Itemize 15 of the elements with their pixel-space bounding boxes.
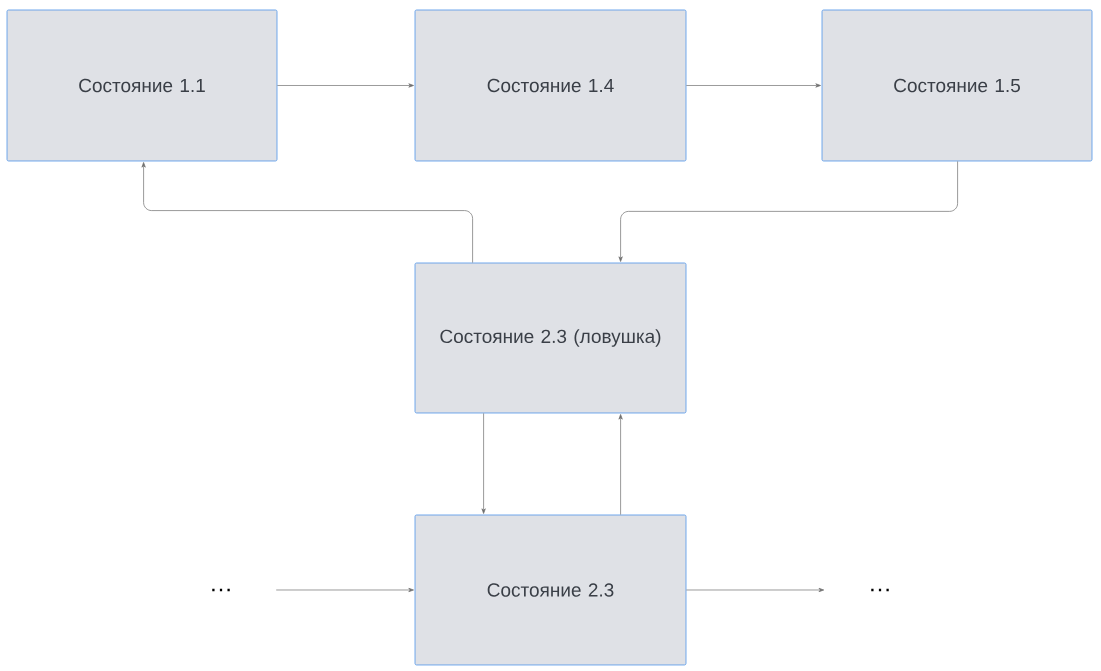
state-box: Состояние 1.1 xyxy=(6,9,278,162)
arrow xyxy=(618,414,623,515)
ellipsis-text: … xyxy=(871,588,889,592)
arrow xyxy=(686,587,825,593)
arrow xyxy=(481,413,486,514)
state-box: Состояние 1.4 xyxy=(414,9,687,162)
state-box: Состояние 2.3 (ловушка) xyxy=(414,262,687,414)
arrow xyxy=(275,587,414,593)
arrow xyxy=(141,162,473,263)
state-box: Состояние 2.3 xyxy=(414,514,687,666)
state-box: Состояние 1.5 xyxy=(821,9,1093,162)
arrow xyxy=(686,83,821,88)
arrow xyxy=(277,83,414,88)
ellipsis-text: … xyxy=(212,588,230,592)
arrow xyxy=(618,161,958,262)
